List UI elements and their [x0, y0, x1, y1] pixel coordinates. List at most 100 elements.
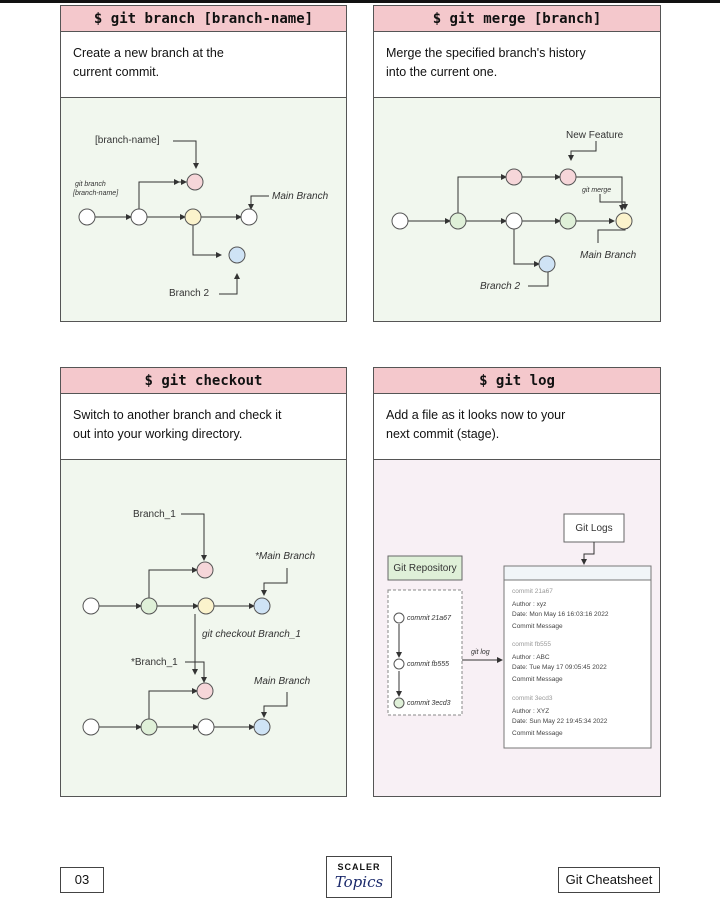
- top-border: [0, 0, 720, 3]
- scaler-topics-logo: SCALER Topics: [326, 856, 392, 898]
- pointer-arrow: [599, 194, 628, 210]
- repo-commit-label: commit 21a67: [407, 615, 452, 622]
- commit-node: [186, 173, 204, 191]
- logo-text-line1: SCALER: [337, 862, 381, 872]
- main-branch-star-label: *Main Branch: [255, 551, 315, 562]
- commit-edge: [457, 174, 507, 213]
- command-label: git branch: [75, 181, 106, 188]
- commit-node: [240, 208, 258, 226]
- diagram-area: [branch-name] git branch [branch-name] M…: [61, 98, 346, 321]
- pointer-arrow: [219, 273, 240, 295]
- commit-node: [505, 168, 523, 186]
- pointer-arrow: [173, 140, 199, 169]
- commit-node: [393, 612, 405, 624]
- commit-node: [449, 212, 467, 230]
- log-author: Author : xyz: [512, 601, 546, 608]
- log-author: Author : XYZ: [512, 708, 549, 715]
- description-line: current commit.: [73, 65, 160, 79]
- description-line: Create a new branch at the: [73, 46, 224, 60]
- commit-node: [197, 597, 215, 615]
- git-logs-label: Git Logs: [575, 523, 612, 534]
- pointer-arrow: [248, 195, 269, 210]
- new-feature-label: New Feature: [566, 130, 624, 141]
- command-description: Merge the specified branch's history int…: [374, 32, 660, 98]
- git-repository-box: [387, 555, 463, 581]
- log-message: Commit Message: [512, 676, 563, 683]
- logo-text-line2: Topics: [334, 873, 384, 891]
- command-description: Add a file as it looks now to your next …: [374, 394, 660, 460]
- command-header: $ git checkout: [61, 368, 346, 394]
- branch1-label: Branch_1: [133, 509, 176, 520]
- page-number: 03: [60, 867, 104, 893]
- command-description: Switch to another branch and check it ou…: [61, 394, 346, 460]
- commit-node: [196, 682, 214, 700]
- description-line: next commit (stage).: [386, 427, 500, 441]
- main-branch-label: Main Branch: [254, 676, 311, 687]
- pointer-arrow: [181, 513, 207, 561]
- description-line: into the current one.: [386, 65, 498, 79]
- command-header: $ git merge [branch]: [374, 6, 660, 32]
- command-header: $ git branch [branch-name]: [61, 6, 346, 32]
- commit-node: [393, 697, 405, 709]
- commit-node: [559, 168, 577, 186]
- description-line: out into your working directory.: [73, 427, 243, 441]
- log-author: Author : ABC: [512, 654, 550, 661]
- panel-git-checkout: $ git checkout Switch to another branch …: [60, 367, 347, 797]
- branch2-label: Branch 2: [169, 288, 209, 299]
- panel-git-branch: $ git branch [branch-name] Create a new …: [60, 5, 347, 322]
- commit-edge: [576, 176, 625, 211]
- log-diagram: Git Logs Git Repository commit 21a67 com…: [387, 513, 652, 749]
- commit-edge: [148, 688, 198, 719]
- commit-edge: [513, 229, 540, 267]
- log-output-box: [503, 565, 652, 749]
- commit-edge: [148, 567, 198, 598]
- diagram-area: New Feature git merge Main Branch Branch…: [374, 98, 660, 321]
- log-date: Date: Tue May 17 09:05:45 2022: [512, 664, 607, 671]
- commit-node: [559, 212, 577, 230]
- branch2-label: Branch 2: [480, 281, 520, 292]
- command-header: $ git log: [374, 368, 660, 394]
- panel-git-merge: $ git merge [branch] Merge the specified…: [373, 5, 661, 322]
- log-output-header: [503, 565, 652, 581]
- branch-name-label: [branch-name]: [95, 135, 160, 146]
- commit-node: [393, 658, 405, 670]
- commit-node: [391, 212, 409, 230]
- branch1-star-label: *Branch_1: [131, 657, 178, 668]
- commit-node: [505, 212, 523, 230]
- commit-node: [78, 208, 96, 226]
- description-line: Merge the specified branch's history: [386, 46, 586, 60]
- description-line: Add a file as it looks now to your: [386, 408, 566, 422]
- main-branch-label: Main Branch: [580, 250, 637, 261]
- commit-node: [253, 718, 271, 736]
- branch-diagram: [branch-name] git branch [branch-name] M…: [72, 135, 329, 299]
- checkout-command-label: git checkout Branch_1: [202, 629, 301, 640]
- commit-node: [228, 246, 246, 264]
- pointer-arrow: [581, 542, 595, 565]
- log-message: Commit Message: [512, 730, 563, 737]
- diagram-area: git checkout Branch_1 Branch_1 *Main Bra…: [61, 460, 346, 796]
- cheatsheet-title: Git Cheatsheet: [558, 867, 660, 893]
- commit-node: [196, 561, 214, 579]
- pointer-arrow: [185, 661, 207, 683]
- command-description: Create a new branch at the current commi…: [61, 32, 346, 98]
- commit-node: [130, 208, 148, 226]
- command-label: [branch-name]: [72, 190, 119, 197]
- commit-node: [82, 718, 100, 736]
- log-commit-id: commit fb555: [512, 641, 551, 648]
- commit-node: [253, 597, 271, 615]
- repo-commit-label: commit 3ecd3: [407, 700, 451, 707]
- diagram-area: Git Logs Git Repository commit 21a67 com…: [374, 460, 660, 796]
- pointer-arrow: [261, 568, 288, 596]
- commit-node: [140, 597, 158, 615]
- log-date: Date: Sun May 22 19:45:34 2022: [512, 718, 608, 725]
- commit-edge: [192, 217, 222, 258]
- description-line: Switch to another branch and check it: [73, 408, 282, 422]
- log-commit-id: commit 3ecd3: [512, 695, 553, 702]
- pointer-arrow: [138, 179, 180, 196]
- main-branch-label: Main Branch: [272, 191, 329, 202]
- pointer-arrow: [261, 692, 288, 718]
- commit-node: [82, 597, 100, 615]
- log-date: Date: Mon May 16 16:03:16 2022: [512, 611, 609, 618]
- git-merge-label: git merge: [582, 187, 611, 194]
- merge-diagram: New Feature git merge Main Branch Branch…: [391, 130, 637, 292]
